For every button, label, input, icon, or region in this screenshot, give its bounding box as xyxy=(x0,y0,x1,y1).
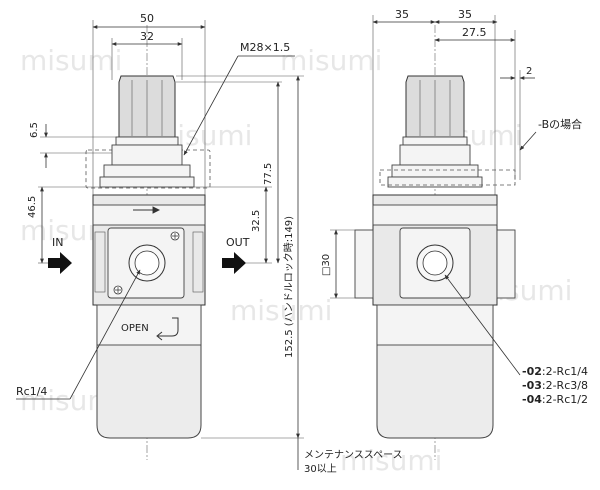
bracket-option-leader xyxy=(519,131,537,151)
dim-bracket-gap-label: 2 xyxy=(526,66,532,77)
bonnet xyxy=(111,144,183,166)
dim-port-height-center-label: 32.5 xyxy=(251,210,262,232)
bowl-guard xyxy=(376,304,494,346)
dim-square-label: □30 xyxy=(321,254,332,276)
bonnet xyxy=(399,144,471,166)
port-boss-left xyxy=(354,229,374,299)
port-option-item: -03:2-Rc3/8 xyxy=(522,379,588,392)
bowl-guard xyxy=(96,304,202,346)
maintenance-label-2: 30以上 xyxy=(304,463,337,475)
side-view: 35 35 27.5 2 □30 xyxy=(321,8,588,460)
out-flow-arrow-icon xyxy=(222,252,246,274)
flow-direction-icon xyxy=(133,206,161,214)
bracket-phantom xyxy=(379,169,516,186)
out-label: OUT xyxy=(226,236,250,249)
knob-ring xyxy=(402,136,468,146)
dim-half-right-label: 35 xyxy=(458,8,472,21)
gauge-port-callout: Rc1/4 xyxy=(16,385,47,398)
body-upper-band xyxy=(92,204,206,226)
watermark-text: misumi xyxy=(340,444,442,477)
in-flow-arrow-icon xyxy=(48,252,72,274)
bracket-option-label: -Bの場合 xyxy=(538,117,582,131)
port-side-left xyxy=(94,231,106,293)
port-option-item: -02:2-Rc1/4 xyxy=(522,365,588,378)
watermark-text: misumi xyxy=(280,44,382,77)
bonnet-nut xyxy=(103,164,191,178)
port-options-list: -02:2-Rc1/4 -03:2-Rc3/8 -04:2-Rc1/2 xyxy=(522,365,588,406)
screw-slot xyxy=(172,233,178,239)
dim-width-outer-label: 50 xyxy=(140,12,154,25)
port-option-spec: :2-Rc1/2 xyxy=(542,393,588,406)
dim-width-inner-label: 32 xyxy=(140,30,154,43)
dim-upper-height-label: 77.5 xyxy=(263,163,274,185)
port-option-code: -02 xyxy=(522,365,542,378)
thread-leader xyxy=(183,55,239,156)
gauge-port-inner xyxy=(134,250,160,276)
port-option-code: -03 xyxy=(522,379,542,392)
dim-offset-label: 27.5 xyxy=(462,26,487,39)
port-option-code: -04 xyxy=(522,393,542,406)
port-boss-right xyxy=(496,229,516,299)
bonnet-base xyxy=(99,176,195,188)
watermark-text: misumi xyxy=(20,44,122,77)
main-port-inner xyxy=(422,250,448,276)
bonnet-base xyxy=(387,176,483,188)
open-label: OPEN xyxy=(121,323,149,334)
open-rotate-icon xyxy=(156,317,179,341)
bonnet-nut xyxy=(391,164,479,178)
port-option-spec: :2-Rc1/4 xyxy=(542,365,588,378)
gauge-port-leader xyxy=(69,269,141,400)
dim-total-height-label: 152.5 (ハンドルロック時:149) xyxy=(283,216,295,358)
in-label: IN xyxy=(52,236,63,249)
watermark-text: misumi xyxy=(230,294,332,327)
body-upper-band xyxy=(372,204,498,226)
watermark-group: misumi misumi misumi misumi misumi misum… xyxy=(20,44,572,477)
port-option-spec: :2-Rc3/8 xyxy=(542,379,588,392)
screw-slot xyxy=(115,287,121,293)
dim-half-left-label: 35 xyxy=(395,8,409,21)
knob-ring xyxy=(115,136,179,146)
dim-gap-label: 6.5 xyxy=(29,122,40,138)
dim-port-height-left-label: 46.5 xyxy=(27,196,38,218)
maintenance-label-1: メンテナンススペース xyxy=(304,449,403,461)
front-view: 50 32 M28×1.5 6.5 xyxy=(16,12,403,475)
port-option-item: -04:2-Rc1/2 xyxy=(522,393,588,406)
port-side-right xyxy=(192,231,204,293)
port-options-leader xyxy=(444,274,521,376)
thread-label: M28×1.5 xyxy=(240,41,290,54)
